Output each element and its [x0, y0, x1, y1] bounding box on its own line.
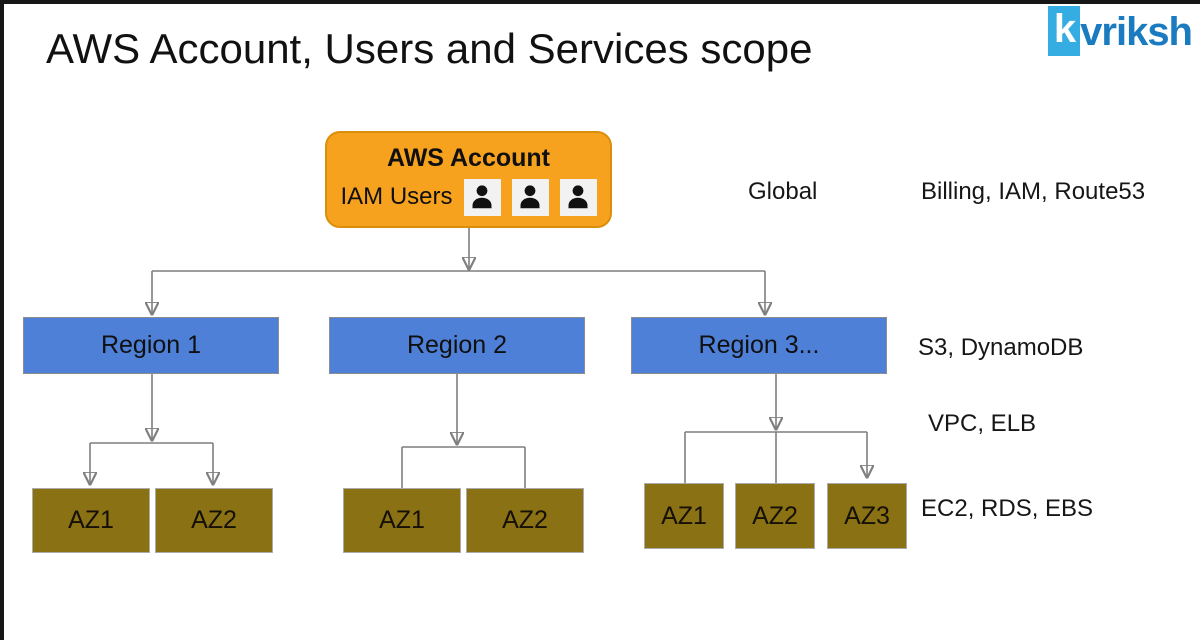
annotation-global: Global: [748, 178, 818, 205]
region-3-box: Region 3...: [631, 317, 887, 374]
user-icon: [511, 178, 549, 216]
region3-az2-box: AZ2: [735, 483, 815, 549]
annotation-global-services: Billing, IAM, Route53: [921, 178, 1146, 205]
annotation-network-services: VPC, ELB: [928, 410, 1037, 437]
aws-account-title: AWS Account: [387, 143, 550, 172]
logo-text: vriksh: [1080, 10, 1193, 54]
annotation-az-services: EC2, RDS, EBS: [921, 495, 1094, 522]
top-edge-bar: [0, 0, 1200, 4]
brand-logo: k vriksh: [1047, 6, 1193, 56]
region2-az2-box: AZ2: [466, 488, 584, 553]
region2-az1-box: AZ1: [343, 488, 461, 553]
user-icon: [559, 178, 597, 216]
aws-account-box: AWS Account IAM Users: [325, 131, 612, 228]
annotation-region-services: S3, DynamoDB: [918, 334, 1084, 361]
region3-az3-box: AZ3: [827, 483, 907, 549]
iam-users-row: IAM Users: [340, 178, 597, 216]
region-2-box: Region 2: [329, 317, 585, 374]
user-icon: [463, 178, 501, 216]
region1-az2-box: AZ2: [155, 488, 273, 553]
logo-k: k: [1047, 6, 1081, 56]
region1-az1-box: AZ1: [32, 488, 150, 553]
page-title: AWS Account, Users and Services scope: [46, 25, 813, 72]
iam-users-label: IAM Users: [340, 183, 453, 210]
region-1-box: Region 1: [23, 317, 279, 374]
left-edge-bar: [0, 0, 4, 640]
region3-az1-box: AZ1: [644, 483, 724, 549]
